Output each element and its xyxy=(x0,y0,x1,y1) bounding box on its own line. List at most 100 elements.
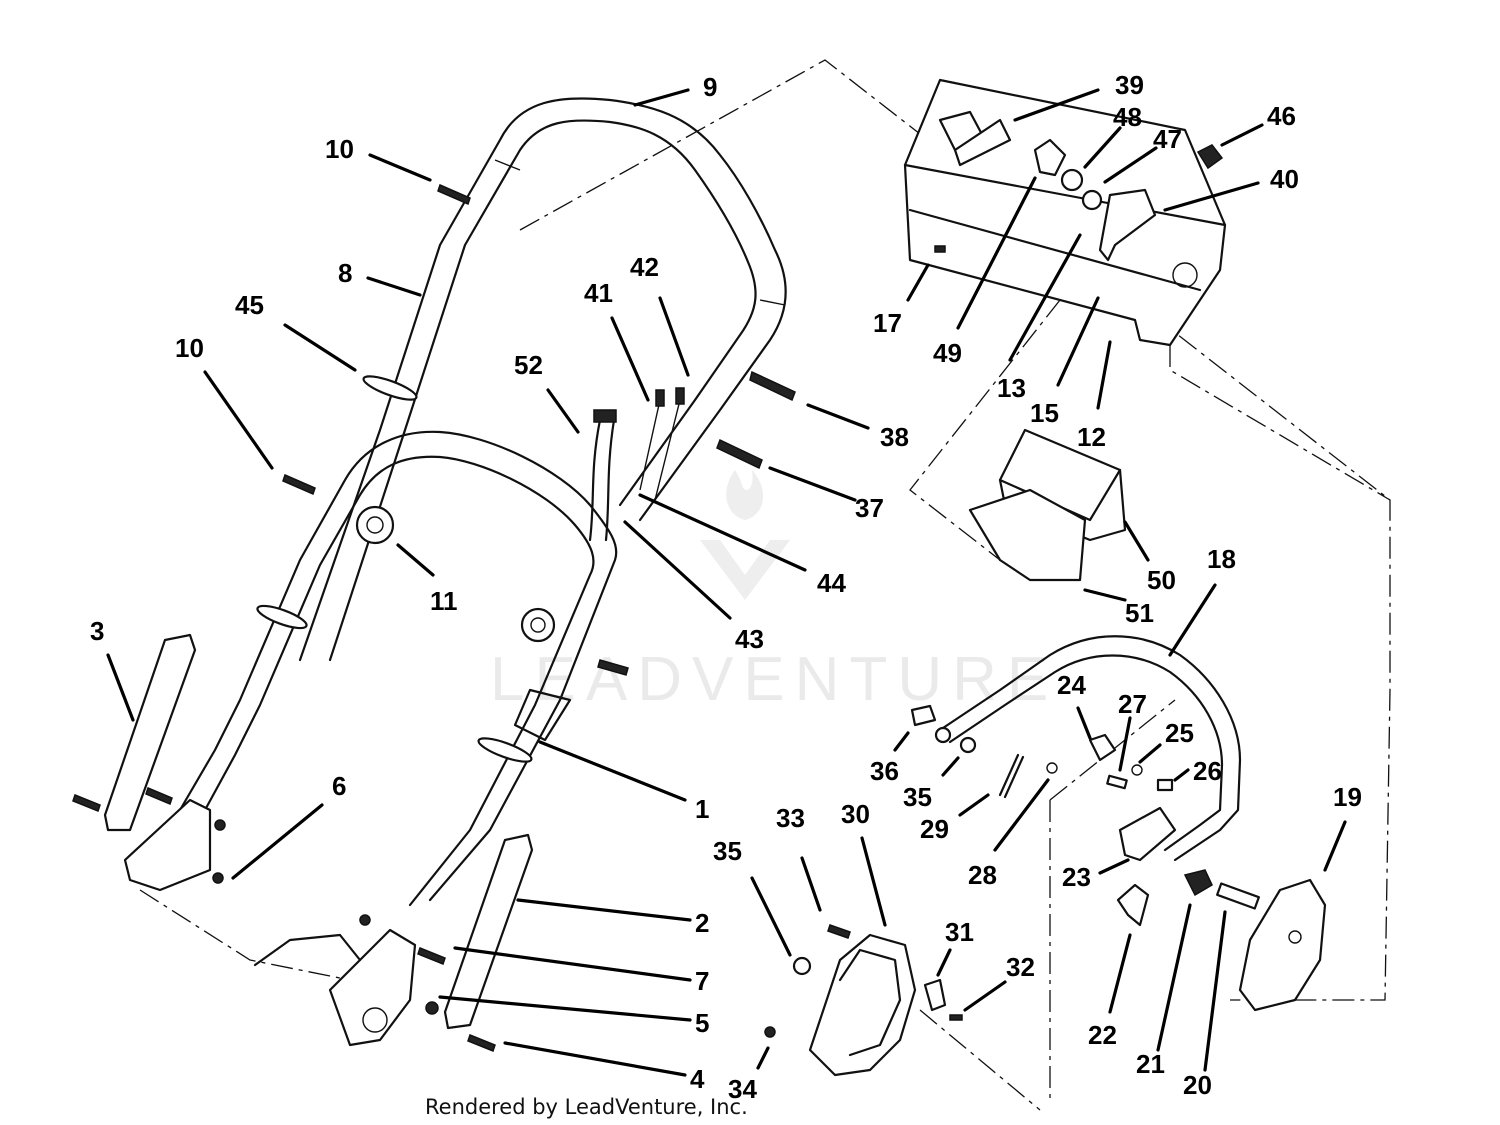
callout-2: 2 xyxy=(695,908,709,938)
leader-20 xyxy=(1203,910,1227,1072)
callout-50: 50 xyxy=(1147,565,1176,595)
clip-31 xyxy=(923,978,947,1012)
callout-1: 1 xyxy=(695,794,709,824)
handle-grip-mark-right xyxy=(759,299,786,306)
assembly-line-cover xyxy=(909,299,1061,561)
leader-6 xyxy=(231,803,324,880)
bolt-37 xyxy=(716,438,763,470)
leader-13 xyxy=(1008,233,1082,362)
knob-right-hub xyxy=(530,617,546,633)
callout-43: 43 xyxy=(735,624,764,654)
knob-right xyxy=(520,607,556,643)
bolt-10-lower xyxy=(282,473,316,496)
leader-27 xyxy=(1118,716,1132,772)
control-slot-left xyxy=(953,118,1012,167)
screw-17 xyxy=(934,245,946,253)
cable-tube-right xyxy=(604,418,616,542)
control-panel-hole xyxy=(1172,262,1198,288)
leader-51 xyxy=(1083,588,1127,602)
housing-30 xyxy=(808,933,917,1077)
upper-handle-outer xyxy=(298,97,787,662)
lower-handle xyxy=(178,430,618,907)
callout-8: 8 xyxy=(338,258,352,288)
leader-38 xyxy=(806,403,870,430)
nut-6-lower xyxy=(212,872,224,884)
knob-left xyxy=(355,505,395,545)
leader-17 xyxy=(906,263,930,302)
leader-23 xyxy=(1098,858,1130,875)
callout-41: 41 xyxy=(584,278,613,308)
handle-brackets xyxy=(103,633,534,1030)
plate-23 xyxy=(1118,806,1177,862)
bolts xyxy=(72,183,796,1052)
handle-guide-upper xyxy=(362,375,418,401)
leader-lines xyxy=(106,88,1347,1077)
leader-12 xyxy=(1096,340,1112,410)
cable-tube-end xyxy=(593,409,617,423)
callout-40: 40 xyxy=(1270,164,1299,194)
callout-35-upper: 35 xyxy=(903,782,932,812)
leader-18 xyxy=(1168,583,1217,657)
housing-30-inner xyxy=(838,948,902,1057)
leader-48 xyxy=(1083,126,1122,169)
leader-35-lower xyxy=(750,876,792,957)
bracket-3 xyxy=(103,633,197,832)
nut-34 xyxy=(764,1026,776,1038)
knob-left-hub xyxy=(366,516,384,534)
callout-34: 34 xyxy=(728,1074,757,1104)
callout-28: 28 xyxy=(968,860,997,890)
leader-21 xyxy=(1156,903,1192,1052)
leader-30 xyxy=(860,836,887,927)
leader-49 xyxy=(956,176,1037,330)
callout-46: 46 xyxy=(1267,101,1296,131)
callout-19: 19 xyxy=(1333,782,1362,812)
leader-46 xyxy=(1220,123,1264,147)
control-parts xyxy=(910,704,1260,927)
bail xyxy=(934,635,1242,862)
control-panel-front xyxy=(908,208,1202,292)
render-credit: Rendered by LeadVenture, Inc. xyxy=(425,1095,748,1119)
handle-guides xyxy=(256,375,533,763)
leader-45 xyxy=(283,323,357,372)
leader-36 xyxy=(893,731,910,752)
housings xyxy=(764,878,1327,1077)
deck-pivot-left xyxy=(123,798,212,892)
leader-35-upper xyxy=(941,756,960,777)
cover-19-hole xyxy=(1288,930,1302,944)
leader-4 xyxy=(503,1041,687,1077)
assembly-line-top xyxy=(519,59,1391,1001)
callout-21: 21 xyxy=(1136,1049,1165,1079)
leader-10-lower xyxy=(203,370,274,470)
key-49 xyxy=(1033,138,1067,177)
bail-outer xyxy=(938,635,1242,862)
leader-31 xyxy=(936,948,952,977)
screw-33 xyxy=(827,924,851,939)
callout-6: 6 xyxy=(332,771,346,801)
callout-10-lower: 10 xyxy=(175,333,204,363)
leader-19 xyxy=(1323,820,1347,872)
bolt-7 xyxy=(417,947,446,965)
leader-8 xyxy=(366,276,422,297)
pin-28 xyxy=(1046,762,1058,774)
callout-7: 7 xyxy=(695,966,709,996)
cover-51 xyxy=(968,488,1087,582)
cable-tube-left xyxy=(588,418,602,542)
cam-21 xyxy=(1183,869,1213,897)
bracket-2 xyxy=(443,833,534,1030)
watermark: LEADVENTURE xyxy=(490,470,1048,714)
callout-29: 29 xyxy=(920,814,949,844)
pawl-22 xyxy=(1116,883,1150,927)
callout-9: 9 xyxy=(703,72,717,102)
deck-pivot-hole xyxy=(362,1007,388,1033)
handle-guide-right xyxy=(477,737,533,763)
callout-20: 20 xyxy=(1183,1070,1212,1100)
callout-33: 33 xyxy=(776,803,805,833)
nut-deck xyxy=(359,914,371,926)
callout-10-upper: 10 xyxy=(325,134,354,164)
callout-49: 49 xyxy=(933,338,962,368)
upper-handle xyxy=(298,97,787,662)
bushing-26 xyxy=(1156,778,1174,792)
bolt-left-outer xyxy=(72,794,101,812)
washer-35-lower xyxy=(792,956,812,976)
handle-guide-lower xyxy=(256,604,308,630)
